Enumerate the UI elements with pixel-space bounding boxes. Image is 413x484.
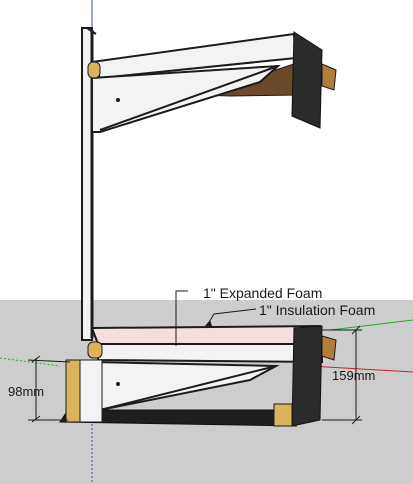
red-axis	[309, 365, 413, 373]
upper-wood-block	[87, 61, 101, 79]
label-dim-98mm: 98mm	[8, 384, 44, 399]
base-board	[59, 409, 298, 427]
leader-expanded-foam	[175, 290, 188, 346]
sky-background	[0, 0, 413, 300]
label-expanded-foam: 1" Expanded Foam	[203, 285, 322, 301]
left-wood-post	[65, 359, 81, 423]
lower-shelf-assembly	[59, 324, 337, 427]
dimension-98mm	[27, 355, 71, 423]
lower-end-plate	[291, 325, 323, 427]
upper-end-wood	[321, 63, 337, 91]
insulation-foam-layer	[97, 343, 323, 364]
left-frame-block	[79, 359, 103, 423]
label-dim-159mm: 159mm	[332, 368, 375, 383]
expanded-foam-layer	[90, 324, 321, 345]
dimension-159mm	[322, 325, 362, 425]
lower-end-wood	[321, 335, 337, 361]
label-insulation-foam: 1" Insulation Foam	[259, 302, 375, 318]
vertical-post	[81, 27, 97, 341]
right-wood-block	[273, 403, 293, 427]
upper-end-plate	[291, 31, 323, 129]
green-axis	[329, 319, 413, 331]
upper-shelf-assembly	[87, 31, 337, 133]
lower-wood-block	[87, 341, 103, 359]
